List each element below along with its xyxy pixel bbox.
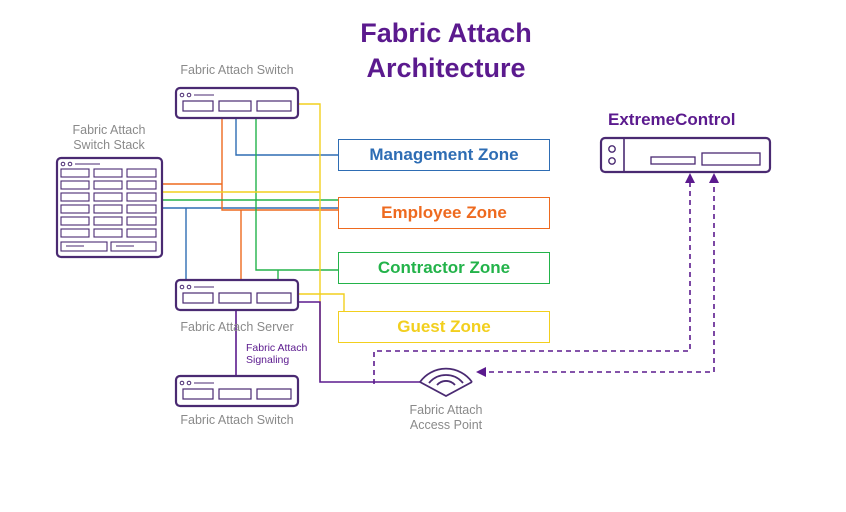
extremecontrol-label: ExtremeControl — [608, 110, 736, 129]
access-point-label-line2: Access Point — [409, 418, 483, 432]
switch-bottom-icon — [174, 374, 300, 408]
signaling-links — [235, 180, 715, 384]
extremecontrol-device-icon — [599, 136, 772, 174]
signaling-label: Fabric Attach Signaling — [246, 342, 307, 366]
zone-management: Management Zone — [338, 139, 550, 171]
arrowhead-icon — [476, 367, 486, 377]
diagram-title-line2: Architecture — [366, 53, 526, 83]
switch-top-icon — [174, 86, 300, 120]
zone-management-label: Management Zone — [369, 145, 519, 164]
server-label: Fabric Attach Server — [180, 320, 294, 334]
server-switch-icon — [174, 278, 300, 312]
arrowhead-icon — [709, 173, 719, 183]
zone-guest: Guest Zone — [338, 311, 550, 343]
guest-links — [162, 103, 345, 380]
access-point-label-line1: Fabric Attach — [409, 403, 483, 417]
access-point-icon — [419, 367, 473, 398]
employee-links — [162, 118, 338, 280]
zone-employee-label: Employee Zone — [381, 203, 507, 222]
switch-top-label: Fabric Attach Switch — [180, 63, 294, 77]
arrowhead-icon — [685, 173, 695, 183]
zone-contractor-label: Contractor Zone — [377, 258, 511, 277]
management-links — [162, 118, 338, 280]
stack-label-line1: Fabric Attach — [72, 123, 146, 137]
switch-stack-icon — [55, 156, 164, 259]
diagram-title: Fabric Attach — [360, 18, 532, 48]
signaling-label-line2: Signaling — [246, 354, 290, 366]
contractor-links — [162, 118, 338, 280]
zone-employee: Employee Zone — [338, 197, 550, 229]
zone-guest-label: Guest Zone — [397, 317, 491, 336]
signaling-label-line1: Fabric Attach — [246, 342, 308, 354]
stack-label-line2: Switch Stack — [73, 138, 145, 152]
zone-contractor: Contractor Zone — [338, 252, 550, 284]
switch-bottom-label: Fabric Attach Switch — [180, 413, 294, 427]
